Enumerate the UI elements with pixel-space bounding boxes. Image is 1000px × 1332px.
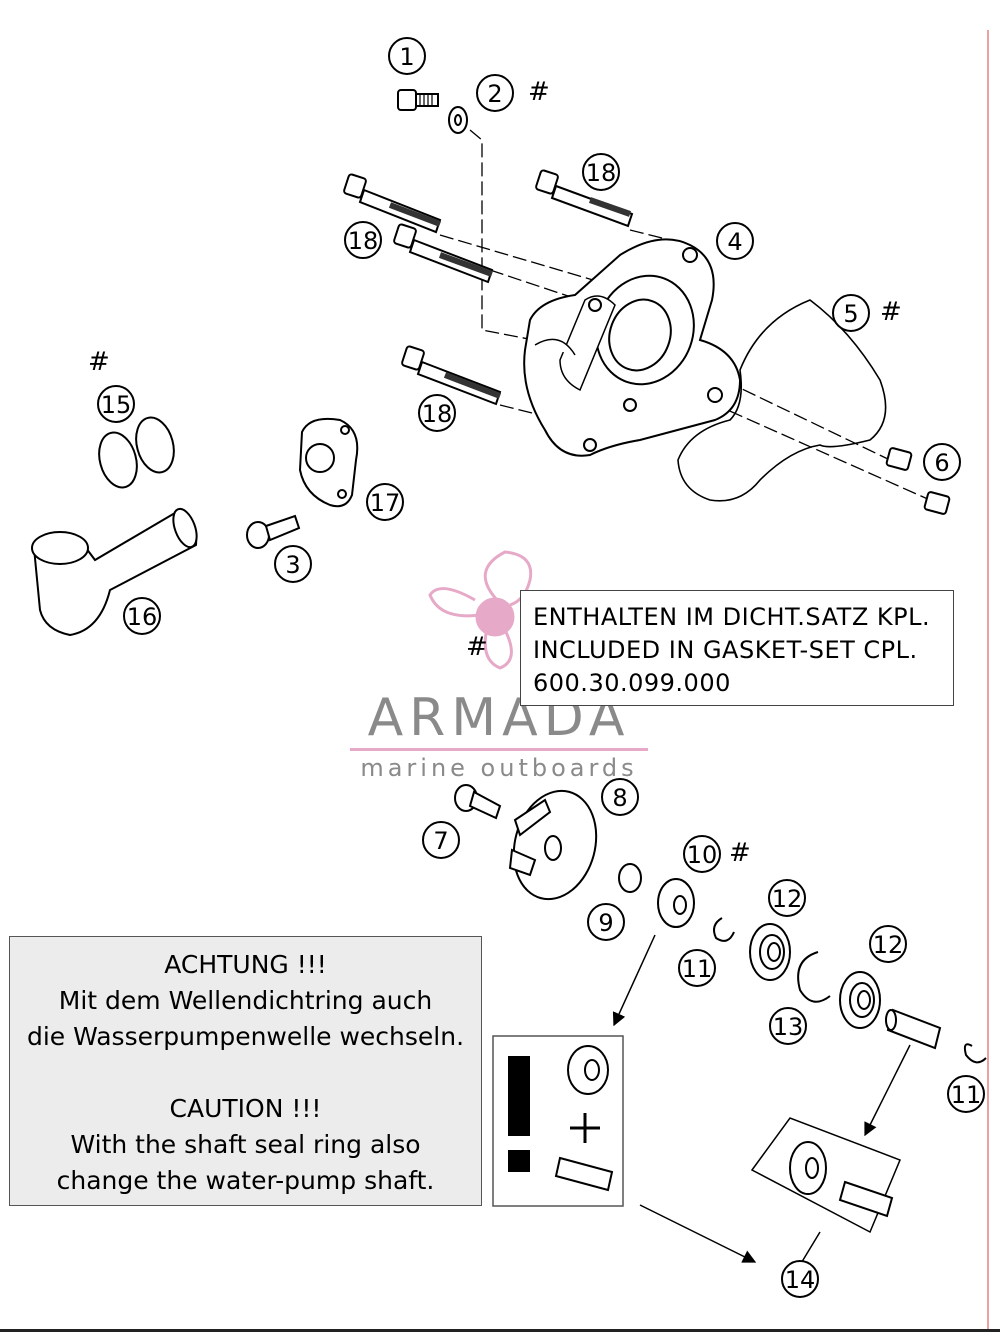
part-17-flange-gasket (298, 417, 359, 508)
part-5-gasket (677, 299, 887, 502)
part-number-label: 14 (785, 1266, 816, 1294)
part-number-label: 13 (773, 1013, 804, 1041)
part-callout-circle (274, 545, 312, 583)
part-number-label: 2 (487, 80, 502, 108)
part-callout-circle (582, 153, 620, 191)
note-line-1: ENTHALTEN IM DICHT.SATZ KPL. (533, 603, 931, 631)
part-callout-circle (388, 37, 426, 75)
part-9-seal-ring (618, 863, 642, 893)
part-15-o-rings (98, 416, 175, 489)
part-number-label: 6 (934, 449, 949, 477)
caution-en-line-1: With the shaft seal ring also (70, 1130, 421, 1159)
part-number-label: 1 (399, 43, 414, 71)
part-number-label: 16 (127, 603, 158, 631)
pump-shaft (885, 1008, 942, 1050)
part-18-bolt-mid2 (393, 223, 494, 284)
part-number-label: 18 (348, 227, 379, 255)
part-callout-circle (769, 1007, 807, 1045)
part-number-label: 9 (598, 909, 613, 937)
part-18-bolt-top (535, 169, 634, 228)
gasket-set-hash-mark: # (88, 347, 110, 377)
part-6-dowel-sleeves (885, 447, 951, 515)
caution-de-line-1: Mit dem Wellendichtring auch (58, 986, 433, 1015)
part-callout-circle (947, 1075, 985, 1113)
arrows (612, 934, 911, 1263)
gasket-set-hash-mark: # (528, 77, 550, 107)
part-11-circlip-b (963, 1043, 987, 1064)
part-12-bearing-a (749, 923, 791, 981)
part-callout-circle (123, 597, 161, 635)
part-number-label: 4 (727, 228, 742, 256)
part-number-label: 10 (687, 841, 718, 869)
part-12-bearing-b (839, 971, 881, 1029)
part-number-label: 11 (682, 955, 713, 983)
part-number-label: 3 (285, 551, 300, 579)
caution-de-line-2: die Wasserpumpenwelle wechseln. (26, 1022, 465, 1051)
part-callout-circle (344, 221, 382, 259)
page-edge-line (987, 30, 989, 1332)
part-callout-circle (923, 443, 961, 481)
part-callout-circle (768, 879, 806, 917)
note-line-3: 600.30.099.000 (533, 669, 731, 697)
part-number-label: 12 (772, 885, 803, 913)
caution-en-line-2: change the water-pump shaft. (56, 1166, 435, 1195)
part-4-pump-cover (523, 238, 742, 457)
page-bottom-rule (0, 1329, 1000, 1332)
part-callout-circle (869, 925, 907, 963)
propeller-logo-icon (428, 550, 533, 670)
part-16-elbow-pipe (31, 507, 198, 637)
part-14-kit-box (750, 1117, 901, 1266)
part-callout-circle (422, 821, 460, 859)
part-callout-circle (601, 778, 639, 816)
part-number-label: 7 (433, 827, 448, 855)
part-13-snap-ring (797, 951, 831, 1003)
part-8-impeller (508, 789, 598, 901)
part-callout-circle (366, 483, 404, 521)
part-callout-circle (678, 949, 716, 987)
warning-kit-box (492, 1035, 624, 1207)
part-2-washer (448, 106, 468, 134)
part-callout-circle (476, 74, 514, 112)
part-11-circlip-a (713, 917, 735, 942)
gasket-set-hash-mark: # (880, 297, 902, 327)
part-callout-circle (418, 394, 456, 432)
part-10-shaft-seal (657, 878, 695, 928)
caution-en-title: CAUTION !!! (169, 1094, 322, 1123)
part-3-bolt (246, 514, 301, 549)
part-number-label: 12 (873, 931, 904, 959)
part-number-label: 15 (101, 391, 132, 419)
part-number-label: 18 (422, 400, 453, 428)
part-number-label: 18 (586, 159, 617, 187)
gasket-set-note: ENTHALTEN IM DICHT.SATZ KPL. INCLUDED IN… (520, 590, 954, 706)
part-callout-circle (716, 222, 754, 260)
part-18-bolt-low (401, 345, 502, 406)
part-callout-circle (781, 1260, 819, 1298)
part-1-bolt (397, 89, 439, 111)
note-line-2: INCLUDED IN GASKET-SET CPL. (533, 636, 918, 664)
part-number-label: 17 (370, 489, 401, 517)
brand-tagline: marine outboards (360, 754, 638, 782)
part-number-label: 8 (612, 784, 627, 812)
part-callout-circle (587, 903, 625, 941)
gasket-set-hash-mark: # (729, 838, 751, 868)
part-callout-circle (97, 385, 135, 423)
caution-note: ACHTUNG !!! Mit dem Wellendichtring auch… (9, 936, 482, 1206)
part-18-bolt-mid1 (343, 173, 442, 234)
caution-de-title: ACHTUNG !!! (164, 950, 327, 979)
brand-divider (350, 748, 648, 751)
part-callout-circle (683, 835, 721, 873)
part-number-label: 5 (843, 300, 858, 328)
part-7-bolt (454, 784, 502, 820)
note-hash-symbol: # (466, 632, 488, 662)
part-callout-circle (832, 294, 870, 332)
part-number-label: 11 (951, 1081, 982, 1109)
